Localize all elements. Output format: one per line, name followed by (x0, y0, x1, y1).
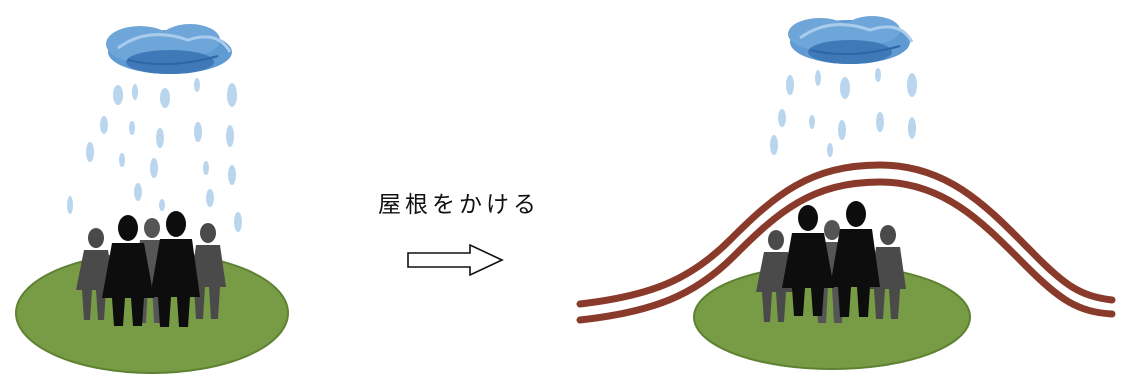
transition-label: 屋根をかける (370, 185, 560, 295)
person-icon (76, 228, 114, 320)
person-icon (870, 225, 906, 319)
person-icon (190, 223, 226, 319)
person-icon (830, 201, 880, 317)
person-group (756, 201, 906, 323)
scene-after-illustration (576, 16, 1116, 370)
raindrop-icon (67, 78, 242, 232)
transition-caption: 屋根をかける (378, 192, 540, 218)
person-icon (102, 215, 154, 326)
person-icon (782, 205, 834, 316)
scene-after (560, 0, 1129, 383)
raindrop-icon (770, 68, 917, 157)
person-group (76, 211, 226, 327)
person-icon (150, 211, 200, 327)
cloud-icon (106, 24, 232, 74)
scene-before (0, 0, 320, 383)
roof-icon (576, 161, 1116, 324)
cloud-icon (788, 16, 914, 64)
right-arrow-icon (407, 243, 504, 277)
scene-before-illustration (15, 24, 289, 374)
person-icon (756, 230, 794, 322)
